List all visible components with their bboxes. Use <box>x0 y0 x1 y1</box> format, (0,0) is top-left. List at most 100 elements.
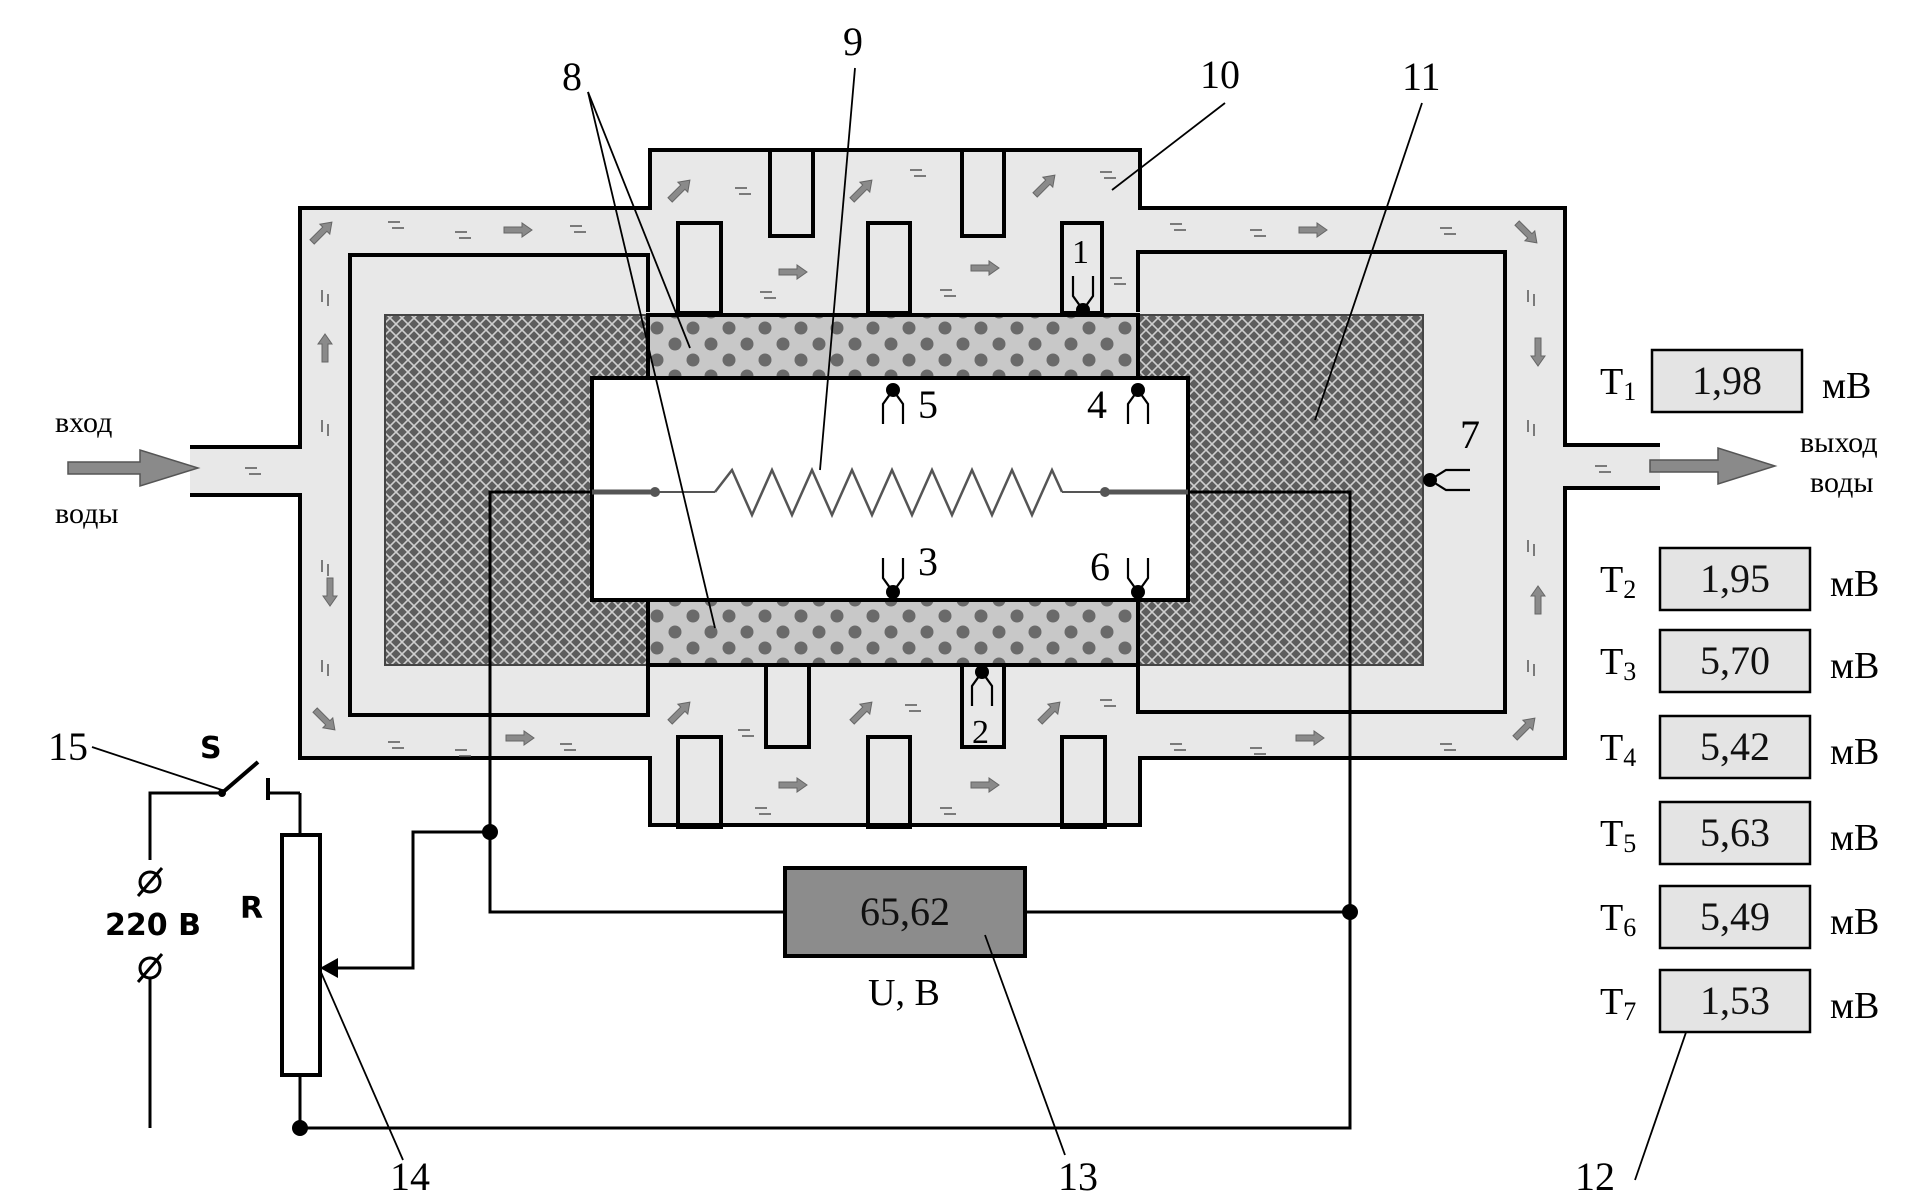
circuit-wires <box>148 490 1358 1136</box>
reading-display <box>1658 884 1812 950</box>
flow-dash <box>1100 699 1116 707</box>
thermocouple-7 <box>1423 468 1470 492</box>
thermocouples <box>881 276 1470 706</box>
flow-dash <box>760 291 776 299</box>
flow-arrow <box>667 179 691 203</box>
thermocouple-1 <box>1071 276 1095 317</box>
resistor-label: R <box>240 891 263 926</box>
flow-dash <box>1595 465 1611 473</box>
callout-1: 1 <box>1072 234 1089 271</box>
reading-value: 5,63 <box>1700 810 1770 855</box>
callout-2: 2 <box>972 714 989 751</box>
flow-dash <box>1170 743 1186 751</box>
flow-arrow <box>849 701 873 725</box>
flow-dash <box>1250 229 1266 237</box>
flow-arrow <box>778 264 808 280</box>
flow-dash <box>738 729 754 737</box>
reading-unit: мВ <box>1830 985 1879 1027</box>
callout-6: 6 <box>1090 544 1110 589</box>
heat-plate-top <box>646 313 1140 382</box>
flow-arrow <box>1298 222 1328 238</box>
flow-dash <box>940 289 956 297</box>
reading-unit: мВ <box>1830 817 1879 859</box>
flow-arrow <box>1032 174 1056 198</box>
thermocouple-5 <box>881 383 905 424</box>
flow-arrow <box>778 777 808 793</box>
callout-13: 13 <box>1058 1154 1098 1198</box>
flow-dash <box>735 187 751 195</box>
inner-wall-right <box>1136 250 1507 714</box>
reading-unit: мВ <box>1830 563 1879 605</box>
flow-dash <box>1527 420 1535 436</box>
thermocouple-4 <box>1126 383 1150 424</box>
fins <box>676 148 1107 829</box>
flow-dash <box>1527 540 1535 556</box>
reading-label: T4 <box>1600 727 1636 772</box>
leader-lines <box>91 67 1693 1181</box>
thermocouple-2 <box>970 665 994 706</box>
flow-arrow <box>1530 337 1546 367</box>
reading-label: T1 <box>1600 361 1636 406</box>
voltmeter-value: 65,62 <box>860 889 950 934</box>
reading-display <box>1658 628 1812 694</box>
thermocouple-6 <box>1126 558 1150 599</box>
reading-label: T2 <box>1600 559 1636 604</box>
reading-display <box>1658 546 1812 612</box>
flow-dash <box>755 807 771 815</box>
flow-arrow <box>849 179 873 203</box>
voltmeter-label: U, В <box>868 972 940 1014</box>
flow-dash <box>910 169 926 177</box>
callout-15: 15 <box>48 724 88 769</box>
voltmeter-box <box>783 866 1027 958</box>
inlet-label-1: вход <box>55 406 112 439</box>
outlet-arrow <box>1649 446 1778 486</box>
flow-dash <box>388 221 404 229</box>
flow-arrow <box>505 730 535 746</box>
inlet-arrow <box>67 448 201 488</box>
reading-value: 5,42 <box>1700 724 1770 769</box>
switch-s <box>218 760 270 800</box>
flow-dash <box>1250 747 1266 755</box>
reading-unit: мВ <box>1830 645 1879 687</box>
reading-label: T3 <box>1600 641 1636 686</box>
flow-dash <box>388 741 404 749</box>
reading-unit: мВ <box>1830 901 1879 943</box>
reading-display <box>1658 968 1812 1034</box>
flow-dash <box>1440 743 1456 751</box>
thermocouple-3 <box>881 558 905 599</box>
flow-dash <box>560 743 576 751</box>
flow-dash <box>455 231 471 239</box>
reading-unit: мВ <box>1830 731 1879 773</box>
flow-dash <box>321 560 329 576</box>
flow-dash <box>905 704 921 712</box>
rheostat <box>280 833 322 1077</box>
callout-5: 5 <box>918 382 938 427</box>
reading-label: T7 <box>1600 981 1636 1026</box>
callout-4: 4 <box>1087 382 1107 427</box>
callout-12: 12 <box>1575 1154 1615 1198</box>
reading-row-t6: T6 5,49 мВ <box>1600 884 1879 950</box>
callout-10: 10 <box>1200 52 1240 97</box>
flow-dash <box>1110 277 1126 285</box>
reading-label: T6 <box>1600 897 1636 942</box>
reading-value: 5,49 <box>1700 894 1770 939</box>
callout-9: 9 <box>843 19 863 64</box>
flow-dash <box>1440 227 1456 235</box>
reading-unit: мВ <box>1822 365 1871 407</box>
flow-arrow <box>317 333 333 363</box>
heater-coil <box>592 466 1188 519</box>
callout-14: 14 <box>390 1154 430 1198</box>
flow-arrows <box>245 169 1611 815</box>
flow-dash <box>321 420 329 436</box>
flow-arrow <box>503 222 533 238</box>
flow-arrow <box>1295 730 1325 746</box>
flow-dash <box>455 749 471 757</box>
reading-row-t4: T4 5,42 мВ <box>1600 714 1879 780</box>
reading-label: T5 <box>1600 813 1636 858</box>
flow-arrow <box>1037 701 1061 725</box>
